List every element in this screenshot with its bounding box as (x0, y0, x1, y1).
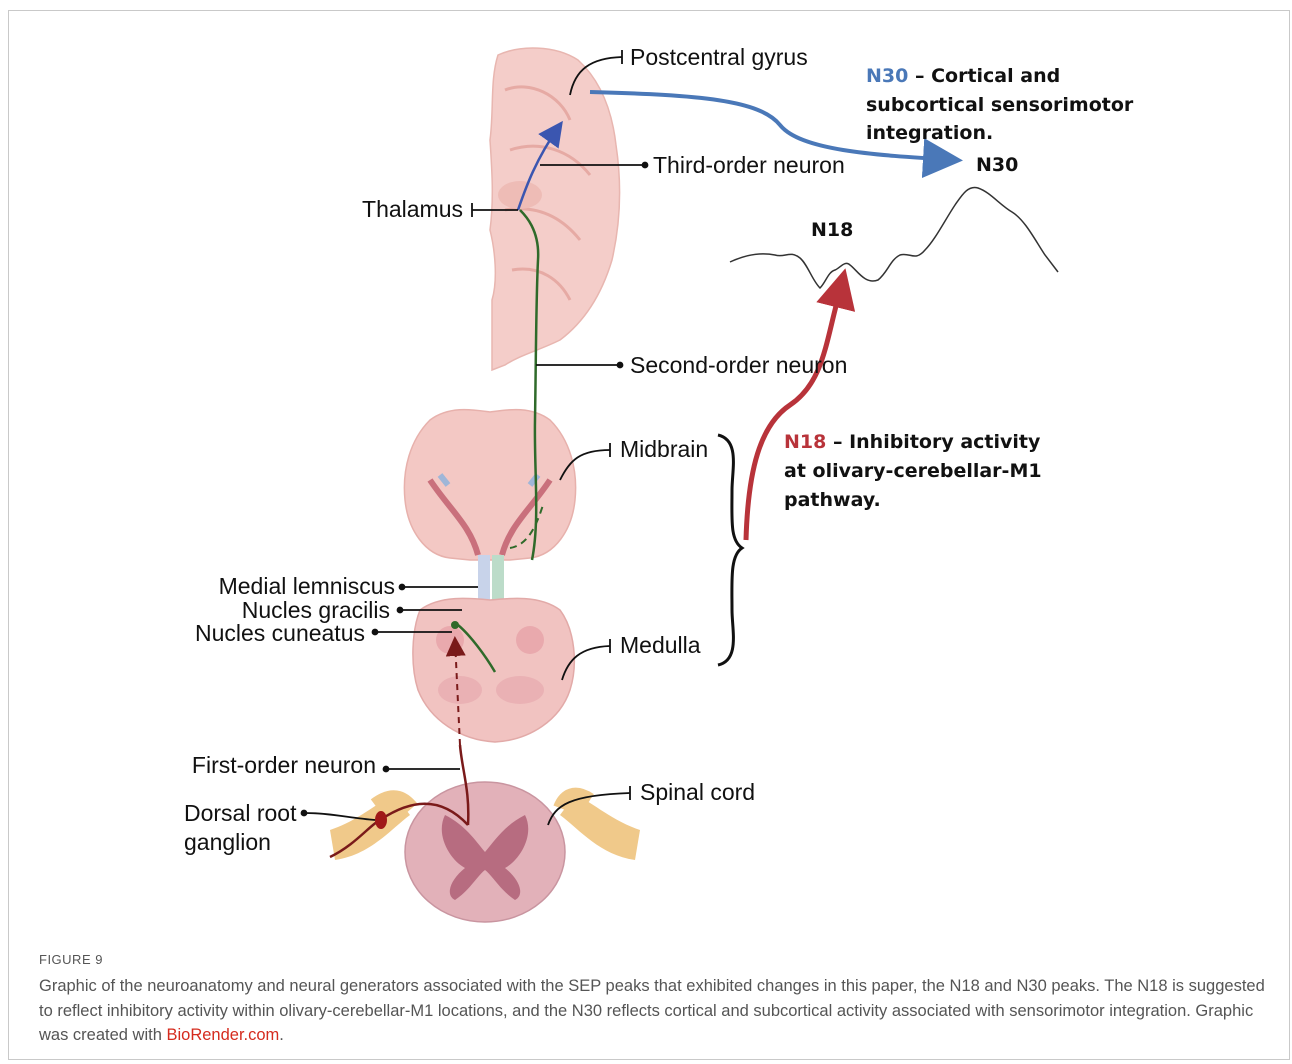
label-spinal-cord: Spinal cord (640, 779, 755, 805)
n18-desc-1: – Inhibitory activity (826, 431, 1041, 453)
label-first-order-neuron: First-order neuron (192, 752, 376, 778)
spinal-cord-section (330, 782, 640, 922)
n30-peak-label: N30 (976, 154, 1018, 176)
label-thalamus: Thalamus (362, 196, 463, 222)
label-nucleus-cuneatus: Nucles cuneatus (195, 620, 365, 646)
label-third-order-neuron: Third-order neuron (653, 152, 845, 178)
dorsal-root-ganglion-dot (375, 811, 387, 829)
caption-end: . (279, 1026, 284, 1044)
n30-desc-3: integration. (866, 122, 993, 144)
label-ganglion: ganglion (184, 829, 271, 855)
n18-annotation-line1: N18 – Inhibitory activity (784, 431, 1041, 453)
midbrain-section (404, 410, 575, 560)
brainstem-brace (718, 435, 742, 665)
neuroanatomy-diagram: Postcentral gyrus Third-order neuron Tha… (0, 0, 1292, 940)
n30-tag: N30 (866, 65, 908, 87)
n18-desc-2: at olivary-cerebellar-M1 (784, 460, 1042, 482)
label-midbrain: Midbrain (620, 436, 708, 462)
label-medulla: Medulla (620, 632, 701, 658)
n30-annotation-line1: N30 – Cortical and (866, 65, 1060, 87)
label-medial-lemniscus: Medial lemniscus (219, 573, 395, 599)
n18-tag: N18 (784, 431, 826, 453)
n30-desc-1: – Cortical and (908, 65, 1060, 87)
label-dorsal-root: Dorsal root (184, 800, 297, 826)
sep-waveform (730, 187, 1058, 288)
label-second-order-neuron: Second-order neuron (630, 352, 847, 378)
n18-desc-3: pathway. (784, 489, 881, 511)
caption-text: Graphic of the neuroanatomy and neural g… (39, 974, 1269, 1048)
caption-heading: FIGURE 9 (39, 952, 103, 967)
label-postcentral-gyrus: Postcentral gyrus (630, 44, 808, 70)
n18-peak-label: N18 (811, 219, 853, 241)
brain-section (490, 48, 619, 370)
biorender-link[interactable]: BioRender.com (166, 1026, 279, 1044)
n30-desc-2: subcortical sensorimotor (866, 94, 1134, 116)
